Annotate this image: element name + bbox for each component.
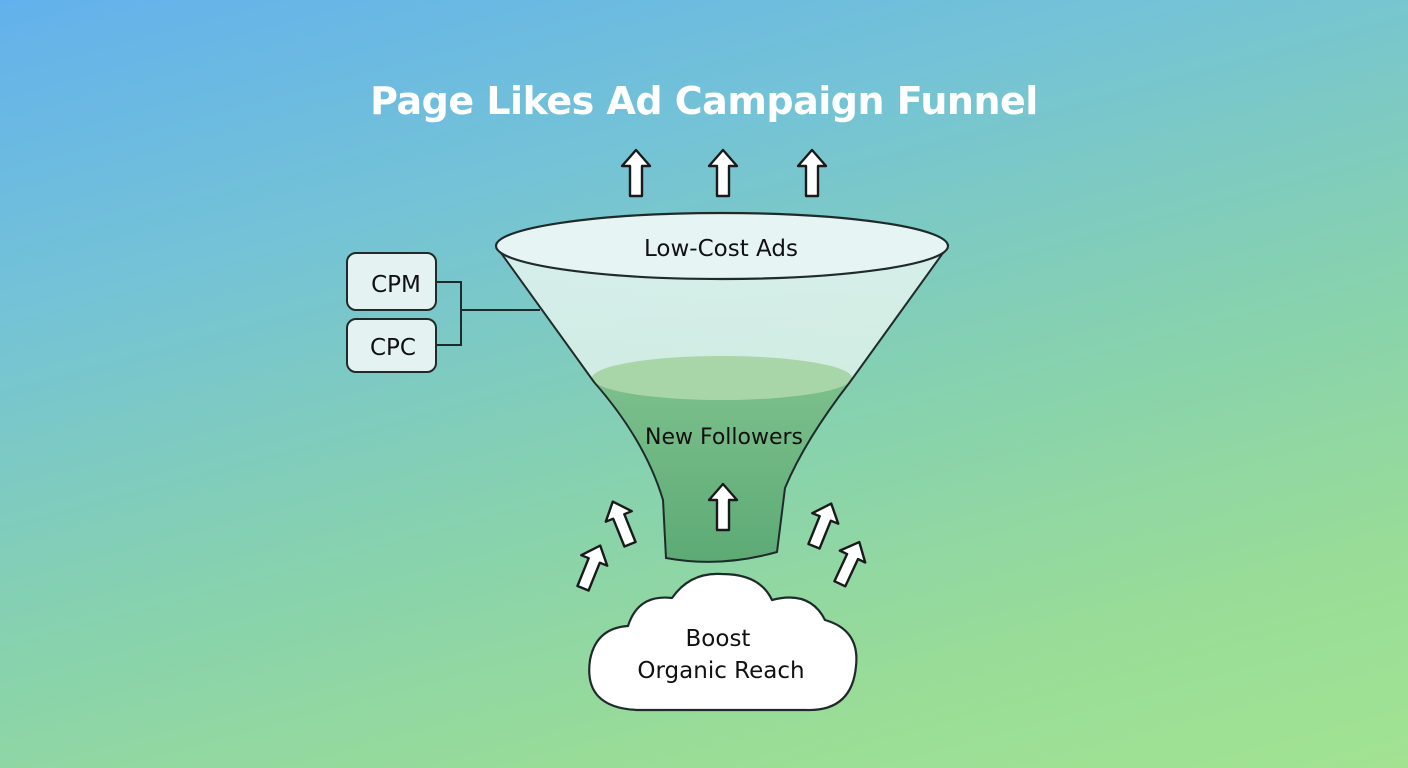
organic-reach-cloud: Boost Organic Reach	[588, 572, 858, 712]
reach-arrow-right-inner-icon	[799, 497, 846, 553]
cpc-box	[346, 318, 437, 373]
reach-arrow-right-outer-icon	[825, 534, 874, 591]
output-arrow-left-icon	[620, 148, 652, 198]
cost-metrics: CPM CPC	[346, 252, 540, 373]
cloud-line-1: Boost	[686, 626, 751, 652]
output-arrow-center-icon	[707, 148, 739, 198]
output-arrow-right-icon	[796, 148, 828, 198]
metrics-connector	[436, 281, 540, 346]
followers-segment	[496, 356, 948, 562]
diagram-title: Page Likes Ad Campaign Funnel	[370, 79, 1038, 123]
reach-arrow-left-inner-icon	[598, 495, 645, 551]
funnel-mid-label: New Followers	[645, 425, 803, 450]
funnel-top-rim	[494, 211, 950, 281]
cloud-line-2: Organic Reach	[637, 658, 804, 684]
cpc-label: CPC	[370, 335, 416, 361]
cpm-label: CPM	[371, 272, 421, 298]
cpm-box	[346, 252, 437, 311]
funnel-top-label: Low-Cost Ads	[644, 236, 798, 262]
reach-arrow-left-outer-icon	[568, 539, 615, 595]
